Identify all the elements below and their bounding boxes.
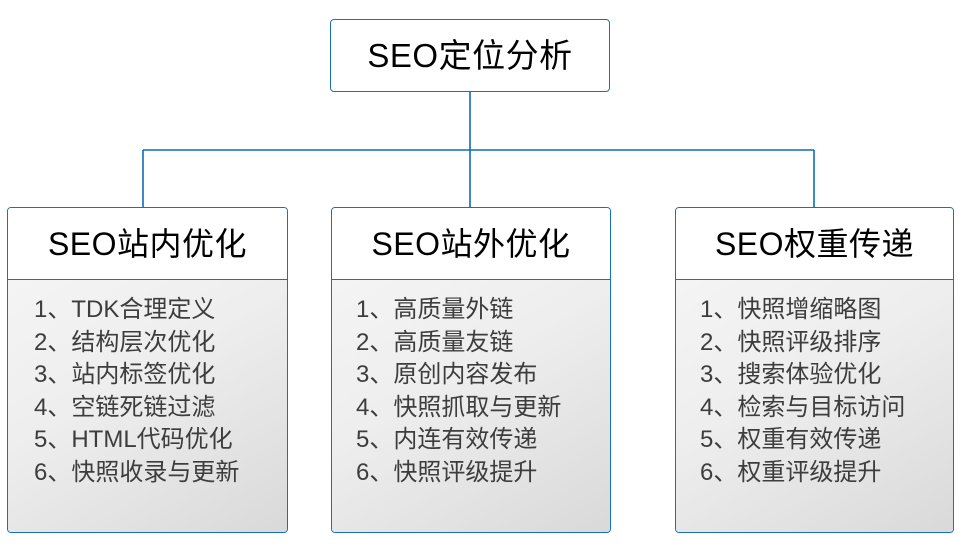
list-item: 1、快照增缩略图 bbox=[700, 296, 882, 323]
branch-item-list-3: 1、快照增缩略图 2、快照评级排序 3、搜索体验优化 4、检索与目标访问 5、权… bbox=[676, 294, 953, 489]
branch-node-1[interactable]: SEO站内优化 1、TDK合理定义 2、结构层次优化 3、站内标签优化 4、空链… bbox=[7, 207, 288, 533]
list-item: 6、快照评级提升 bbox=[356, 458, 538, 486]
branch-title-1: SEO站内优化 bbox=[47, 225, 248, 262]
branch-body-1: 1、TDK合理定义 2、结构层次优化 3、站内标签优化 4、空链死链过滤 5、H… bbox=[8, 280, 287, 532]
branch-header-2: SEO站外优化 bbox=[332, 208, 610, 280]
branch-node-2[interactable]: SEO站外优化 1、高质量外链 2、高质量友链 3、原创内容发布 4、快照抓取与… bbox=[331, 207, 611, 533]
branch-item-list-1: 1、TDK合理定义 2、结构层次优化 3、站内标签优化 4、空链死链过滤 5、H… bbox=[8, 294, 287, 489]
list-item: 5、权重有效传递 bbox=[700, 426, 882, 453]
branch-body-2: 1、高质量外链 2、高质量友链 3、原创内容发布 4、快照抓取与更新 5、内连有… bbox=[332, 280, 610, 532]
list-item: 1、高质量外链 bbox=[356, 296, 514, 323]
list-item: 5、HTML代码优化 bbox=[34, 426, 233, 453]
branch-item-list-2: 1、高质量外链 2、高质量友链 3、原创内容发布 4、快照抓取与更新 5、内连有… bbox=[332, 294, 610, 489]
list-item: 6、快照收录与更新 bbox=[34, 458, 240, 486]
list-item: 2、高质量友链 bbox=[356, 328, 514, 356]
list-item: 5、内连有效传递 bbox=[356, 426, 538, 453]
list-item: 6、权重评级提升 bbox=[700, 458, 882, 486]
branch-header-3: SEO权重传递 bbox=[676, 208, 953, 280]
list-item: 4、快照抓取与更新 bbox=[356, 393, 562, 421]
list-item: 3、原创内容发布 bbox=[356, 361, 538, 388]
list-item: 4、检索与目标访问 bbox=[700, 393, 906, 421]
list-item: 1、TDK合理定义 bbox=[34, 296, 216, 323]
list-item: 3、搜索体验优化 bbox=[700, 361, 882, 388]
branch-title-2: SEO站外优化 bbox=[371, 225, 571, 262]
list-item: 3、站内标签优化 bbox=[34, 361, 216, 388]
root-node[interactable]: SEO定位分析 bbox=[330, 19, 610, 92]
branch-header-1: SEO站内优化 bbox=[8, 208, 287, 280]
list-item: 2、快照评级排序 bbox=[700, 328, 882, 356]
branch-title-3: SEO权重传递 bbox=[714, 225, 915, 262]
root-node-label: SEO定位分析 bbox=[367, 37, 573, 74]
branch-body-3: 1、快照增缩略图 2、快照评级排序 3、搜索体验优化 4、检索与目标访问 5、权… bbox=[676, 280, 953, 532]
list-item: 4、空链死链过滤 bbox=[34, 393, 216, 421]
branch-node-3[interactable]: SEO权重传递 1、快照增缩略图 2、快照评级排序 3、搜索体验优化 4、检索与… bbox=[675, 207, 954, 533]
list-item: 2、结构层次优化 bbox=[34, 328, 216, 356]
